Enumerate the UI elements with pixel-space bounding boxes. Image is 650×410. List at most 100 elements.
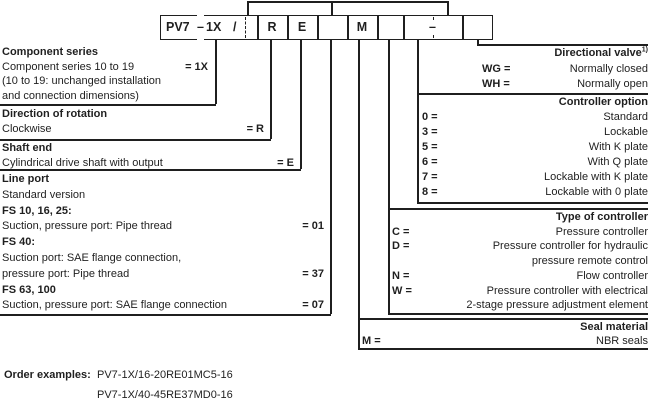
row-description: Lockable with 0 plate — [545, 186, 648, 198]
row-code: = E — [277, 156, 294, 169]
row-description: Suction port: SAE flange connection, — [2, 251, 182, 264]
order-examples-label: Order examples: — [4, 369, 91, 381]
box-divider — [257, 15, 259, 40]
section-rule-horizontal — [0, 314, 331, 316]
row-code: WG = — [482, 62, 511, 75]
connector-line-vertical — [215, 40, 217, 104]
row-code: 6 = — [422, 156, 438, 168]
section-type-of-controller: Type of controller C = Pressure controller… — [392, 210, 648, 313]
row-description: Flow controller — [576, 269, 648, 282]
row-description: Standard version — [2, 188, 86, 201]
connector-line-vertical — [358, 40, 360, 348]
row-description: Normally closed — [569, 62, 648, 75]
row-description: Lockable — [603, 126, 648, 138]
section-row: FS 10, 16, 25: — [2, 204, 324, 220]
section-row: and connection dimensions) — [2, 89, 208, 104]
row-code: N = — [392, 269, 410, 282]
section-rule-horizontal — [358, 318, 648, 320]
row-description: Cylindrical drive shaft with output — [2, 156, 163, 169]
connector-line-vertical — [300, 40, 302, 169]
box-divider — [462, 15, 464, 40]
row-code: D = — [392, 240, 410, 253]
box-divider — [377, 15, 379, 40]
row-code: 5 = — [422, 141, 438, 153]
section-row: 5 =With K plate — [422, 140, 648, 155]
section-row: FS 40: — [2, 235, 324, 251]
section-row: 6 = With Q plate — [422, 155, 648, 170]
section-row: Standard version — [2, 188, 324, 204]
box-divider — [347, 15, 349, 40]
section-row: 2-stage pressure adjustment element — [392, 298, 648, 313]
row-code: 7 = — [422, 171, 438, 183]
row-code: = R — [246, 122, 264, 135]
box-divider — [287, 15, 289, 40]
row-code: = 1X — [185, 60, 208, 73]
section-row: W =Pressure controller with electrical — [392, 284, 648, 299]
section-title: Component series — [2, 46, 98, 58]
row-description: Pressure controller — [555, 225, 648, 238]
connector-line-vertical — [447, 1, 449, 15]
section-row: M =NBR seals — [362, 334, 648, 348]
row-code: = 07 — [302, 299, 324, 312]
box-divider — [403, 15, 405, 40]
section-row: 8 = Lockable with 0 plate — [422, 185, 648, 200]
section-rule-horizontal — [0, 169, 301, 171]
type-code-dash: – — [197, 15, 204, 40]
row-description: Pressure controller for hydraulic — [492, 240, 648, 253]
connector-line-vertical — [330, 40, 332, 314]
section-rule-horizontal — [388, 208, 648, 210]
section-title: Type of controller — [555, 211, 648, 223]
type-code-slash: / — [233, 20, 237, 34]
box-divider-dashed — [245, 17, 246, 38]
type-code-option-dash: – — [426, 20, 439, 34]
section-title: Direction of rotation — [2, 108, 108, 120]
row-description: With Q plate — [587, 156, 648, 168]
section-row: C = Pressure controller — [392, 225, 648, 240]
row-description: pressure remote control — [531, 255, 648, 268]
row-code: = 01 — [302, 220, 324, 233]
section-row: D = Pressure controller for hydraulic — [392, 239, 648, 254]
type-code-box-option: – — [403, 15, 462, 40]
row-code: 8 = — [422, 186, 438, 198]
type-code-box-seal: M — [356, 20, 368, 34]
section-title: Controller option — [558, 96, 648, 108]
section-row: 3 =Lockable — [422, 125, 648, 140]
row-description: Clockwise — [2, 122, 52, 135]
row-description: Normally open — [577, 78, 648, 90]
type-code-box-rotation: R — [267, 20, 277, 34]
row-code: C = — [392, 225, 410, 238]
type-code-box-lineport — [317, 15, 347, 40]
section-title: Shaft end — [2, 142, 53, 154]
section-row: FS 63, 100 — [2, 283, 324, 299]
connector-line-vertical — [417, 40, 419, 202]
row-code — [392, 254, 425, 269]
section-rule-horizontal — [0, 104, 216, 106]
section-rule-horizontal — [358, 348, 648, 350]
section-row: pressure remote control — [392, 254, 648, 269]
row-description: Component series 10 to 19 — [2, 60, 135, 73]
row-description: (10 to 19: unchanged installation — [2, 75, 162, 87]
section-rule-horizontal — [417, 202, 648, 204]
section-row: Cylindrical drive shaft with output = E — [2, 156, 294, 171]
row-code: W = — [392, 284, 412, 297]
row-code — [392, 298, 425, 313]
row-description: pressure port: Pipe thread — [2, 267, 130, 280]
connector-line-vertical — [331, 1, 333, 15]
section-row: WH =Normally open — [482, 77, 648, 93]
section-rule-horizontal — [417, 93, 648, 95]
row-description: Suction, pressure port: SAE flange conne… — [2, 299, 228, 312]
section-row: 0 =Standard — [422, 110, 648, 125]
row-description: FS 10, 16, 25: — [2, 204, 72, 217]
section-row: pressure port: Pipe thread = 37 — [2, 267, 324, 283]
footnote-marker: 1) — [641, 46, 648, 54]
section-title: Directional valve1) — [554, 46, 648, 59]
row-description: FS 40: — [2, 236, 36, 249]
row-code: = 37 — [302, 267, 324, 280]
type-code-prefix: PV7 — [166, 20, 190, 34]
